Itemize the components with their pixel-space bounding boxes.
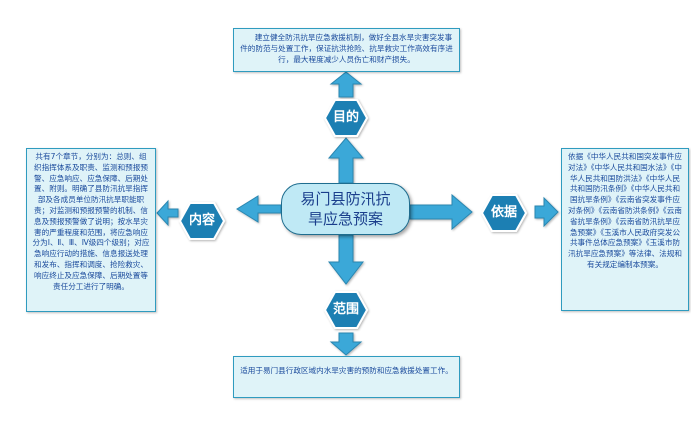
center-title: 易门县防汛抗旱应急预案 [300,190,391,228]
basis-text-box: 依据《中华人民共和国突发事件应对法》《中华人民共和国水法》《中华人民共和国防洪法… [561,148,689,311]
purpose-hexagon [323,99,369,137]
arrow-left-to-content-box [156,199,179,227]
content-hexagon [178,202,226,240]
basis-text: 依据《中华人民共和国突发事件应对法》《中华人民共和国水法》《中华人民共和国防洪法… [568,152,682,269]
arrow-right-to-basis-hex [409,193,473,231]
basis-hexagon [480,194,528,232]
arrow-left-to-content-hex [236,195,282,223]
content-text-box: 共有7个章节，分别为：总则、组织指挥体系及职责、监测和预报预警、应急响应、应急保… [26,148,156,312]
arrow-up-to-purpose-hex [327,137,365,184]
purpose-text: 建立健全防汛抗旱应急救援机制，做好全县水旱灾害突发事件的防范与处置工作，保证抗洪… [240,33,453,64]
arrow-down-to-scope-box [329,332,363,356]
purpose-text-box: 建立健全防汛抗旱应急救援机制，做好全县水旱灾害突发事件的防范与处置工作，保证抗洪… [233,28,460,72]
arrow-down-to-scope-hex [327,234,365,285]
scope-text: 适用于易门县行政区域内水旱灾害的预防和应急救援处置工作。 [240,366,453,375]
scope-text-box: 适用于易门县行政区域内水旱灾害的预防和应急救援处置工作。 [233,356,460,398]
center-title-node: 易门县防汛抗旱应急预案 [281,183,410,235]
scope-hexagon [323,291,369,329]
content-text: 共有7个章节，分别为：总则、组织指挥体系及职责、监测和预报预警、应急响应、应急保… [32,152,150,291]
arrow-up-to-purpose-box [329,71,363,98]
arrow-right-to-basis-box [534,196,559,228]
